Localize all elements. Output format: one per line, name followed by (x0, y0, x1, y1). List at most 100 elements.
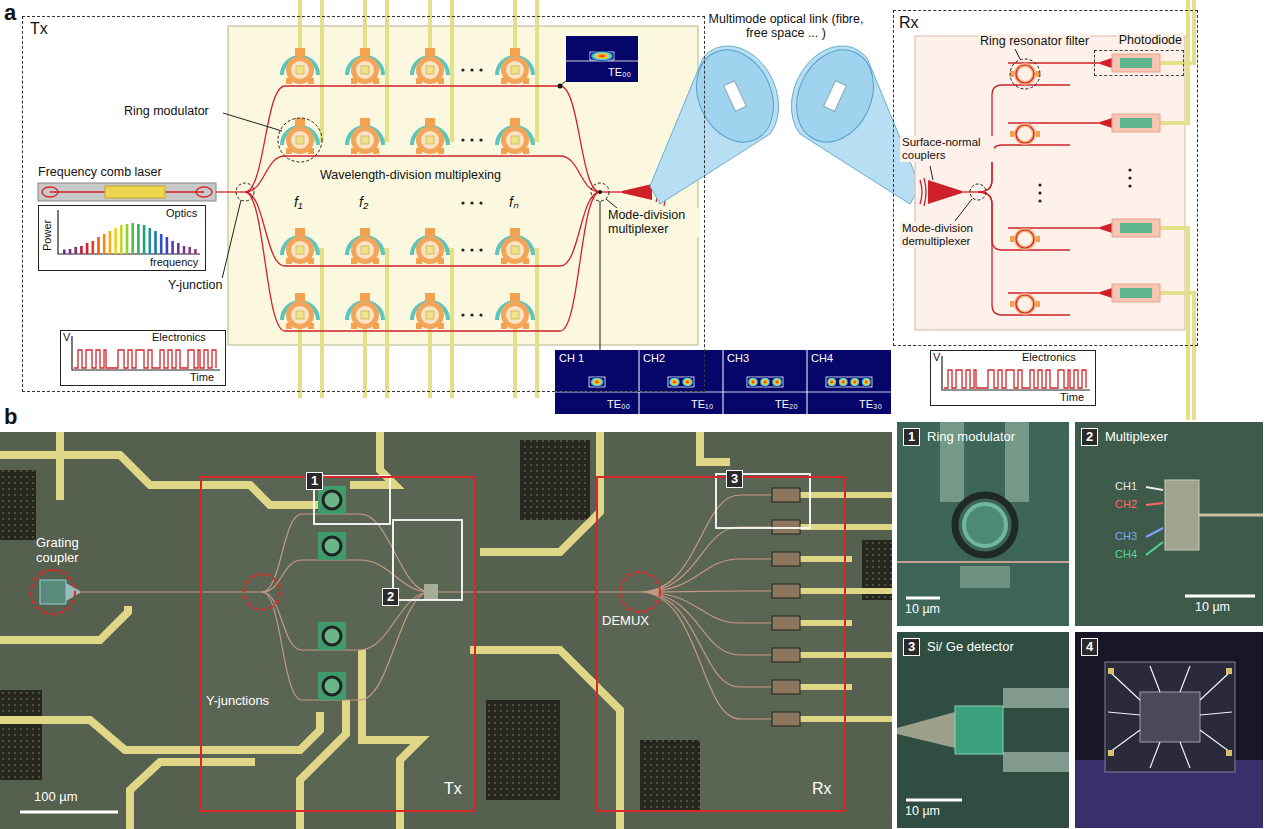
inset-package-photo-part (1226, 668, 1232, 674)
optics-spectrum-part (171, 241, 174, 254)
ring-filters (1010, 65, 1040, 313)
inset-title: Multiplexer (1105, 430, 1168, 445)
optics-spectrum-part (177, 243, 180, 254)
photodiodes-part (1100, 114, 1160, 132)
axis-label: Time (190, 371, 214, 384)
metal-traces-part (470, 650, 620, 829)
rx-chip-part (915, 36, 1185, 330)
micrograph-devices-part (772, 712, 800, 726)
micrograph (0, 432, 892, 829)
channel-label: CH3 (727, 352, 749, 365)
rx-outline: Rx (596, 476, 846, 812)
leader-lines-part (222, 200, 241, 279)
callout-circles-part (970, 184, 986, 200)
inset-ring-modulator-part (960, 566, 1010, 588)
axis-label: Time (1060, 391, 1084, 404)
ellipsis-dots-part (461, 313, 464, 316)
rx-waveguides-part (978, 192, 1070, 315)
frequency-label: fₙ (509, 194, 519, 210)
region-title: Tx (30, 20, 48, 38)
leader-lines-part (600, 201, 601, 350)
ring-filters-part (1010, 295, 1040, 313)
scale-label: 10 µm (1195, 600, 1230, 614)
ellipsis-dots (461, 68, 482, 316)
inset-frames-part (393, 520, 462, 600)
mode-profiles-part (760, 377, 771, 387)
inset-panel: 1Ring modulator10 µm (897, 422, 1069, 626)
multimode-fibres (650, 37, 920, 204)
frequency-comb-laser-part (196, 187, 212, 197)
ellipsis-dots-part (461, 201, 464, 204)
micrograph-part (0, 470, 36, 540)
photodiodes (1100, 54, 1160, 302)
red-callout-circles-part (620, 572, 660, 612)
part-label: Frequency comb laser (38, 165, 162, 179)
micrograph-devices-part (323, 677, 341, 695)
part-label: Photodiode (1117, 33, 1184, 47)
part-label: Ring modulator (124, 104, 209, 118)
optics-spectrum-part (154, 231, 157, 254)
optics-spectrum-part (160, 234, 163, 254)
ellipsis-dots-part (1128, 176, 1131, 179)
optics-spectrum-part (120, 225, 123, 254)
ring-filters-part (1010, 230, 1040, 248)
ring-modulators-part (347, 48, 383, 84)
inset-package-photo-part (1075, 632, 1263, 828)
metal-traces-part (0, 606, 128, 640)
optics-spectrum-part (109, 231, 112, 254)
mode-profiles-part (747, 377, 783, 387)
rx-electrode-wires-part (1160, 228, 1188, 420)
ring-modulators-part (347, 118, 383, 154)
electrode-wires-part (313, 250, 537, 398)
red-callout-circles-part (31, 570, 75, 614)
multimode-fibres-part (724, 81, 747, 111)
inset-ring-modulator (897, 422, 1069, 626)
inset-package-photo-part (1108, 666, 1232, 768)
box-title: Electronics (152, 331, 206, 344)
inset-ring-modulator-part (897, 561, 1069, 563)
micrograph-devices-part (323, 491, 341, 509)
micrograph-devices-part (772, 616, 800, 630)
mode-label: TE₁₀ (691, 398, 713, 411)
rx-waveguides (920, 63, 1100, 315)
ring-modulators-part (282, 118, 318, 154)
metal-traces-part (0, 712, 320, 750)
inset-detector-part (906, 799, 962, 802)
tx-outline: Tx (200, 476, 476, 812)
mode-profiles-part (555, 350, 891, 414)
optics-spectrum-part (126, 224, 129, 254)
callout-circles-part (236, 183, 254, 201)
callout-circles-part (278, 118, 322, 162)
ellipsis-dots-part (1128, 184, 1131, 187)
optics-spectrum-part (63, 250, 66, 255)
inset-detector-part (955, 706, 1003, 754)
metal-traces-part (480, 432, 600, 552)
tx-waveguides-part (245, 156, 600, 192)
callout-number: 3 (903, 638, 920, 656)
optics-spectrum-part (194, 249, 197, 254)
mode-profiles-part (669, 377, 681, 387)
inset-detector (897, 632, 1069, 828)
callout-circles (970, 59, 1040, 200)
leader-lines-part (606, 199, 617, 208)
ring-modulators-part (412, 48, 448, 84)
mode-profiles-part (639, 350, 807, 414)
multimode-fibres-part (682, 37, 788, 154)
channel-label: CH1 (1115, 480, 1137, 493)
region-title: Rx (899, 14, 919, 32)
tx-waveguides-part (245, 192, 600, 331)
panel-letter: b (4, 404, 17, 429)
ring-modulators-part (497, 48, 533, 84)
part-label: Mode-division demultiplexer (900, 222, 990, 248)
inset-package-photo (1075, 632, 1263, 828)
optics-spectrum-part (143, 225, 146, 254)
mode-profiles-part (838, 377, 848, 387)
spectrum-box: OpticsPowerfrequency (38, 205, 206, 271)
leader-lines (930, 49, 1020, 221)
inset-package-photo-part (1226, 750, 1232, 756)
section-label: Wavelength-division multiplexing (318, 168, 503, 182)
part-label: Y-junctions (206, 694, 269, 709)
ellipsis-dots-part (1128, 168, 1131, 171)
mode-profiles-part (668, 377, 694, 387)
